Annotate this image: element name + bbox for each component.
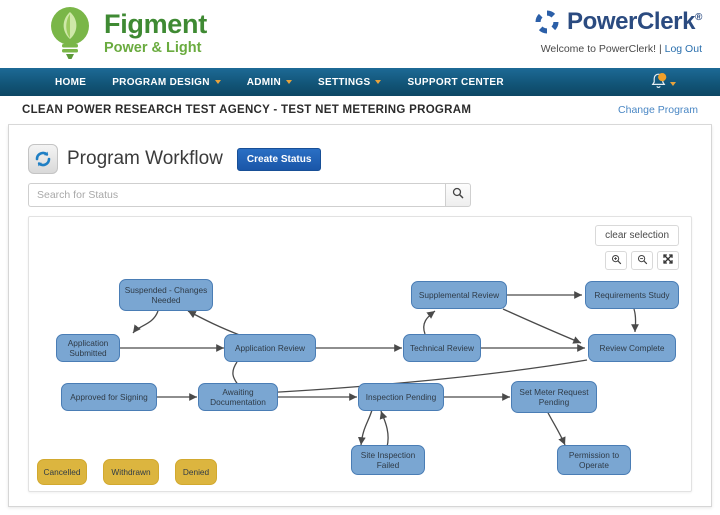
node-label: Inspection Pending — [365, 391, 437, 402]
node-label: Application Review — [234, 342, 306, 353]
notifications-menu[interactable] — [650, 72, 676, 96]
node-label: Application Submitted — [67, 337, 109, 358]
node-label: Approved for Signing — [70, 391, 148, 402]
nav-label: PROGRAM DESIGN — [112, 76, 210, 88]
workflow-node-withdrawn[interactable]: Withdrawn — [103, 459, 159, 485]
logout-link[interactable]: Log Out — [664, 43, 702, 55]
create-status-button[interactable]: Create Status — [236, 147, 322, 171]
nav-label: SUPPORT CENTER — [407, 76, 504, 88]
page-header: Program Workflow Create Status — [28, 144, 322, 174]
nav-item-support-center[interactable]: SUPPORT CENTER — [394, 68, 516, 96]
change-program-link[interactable]: Change Program — [618, 104, 698, 116]
node-label: Denied — [182, 466, 210, 477]
zoom-controls — [605, 251, 679, 270]
node-label: Awaiting Documentation — [210, 386, 266, 407]
workflow-node-site-inspection-failed[interactable]: Site Inspection Failed — [351, 445, 425, 475]
brand-header: Figment Power & Light PowerClerk® — [0, 0, 720, 68]
node-label: Site Inspection Failed — [360, 449, 416, 470]
nav-item-program-design[interactable]: PROGRAM DESIGN — [99, 68, 234, 96]
chevron-down-icon — [214, 80, 221, 84]
brand-tagline: Power & Light — [104, 39, 202, 56]
welcome-text: Welcome to PowerClerk! — [540, 43, 657, 55]
zoom-out-icon — [637, 252, 648, 270]
workflow-node-inspection-pending[interactable]: Inspection Pending — [358, 383, 444, 411]
fit-to-screen-icon — [662, 252, 674, 270]
trademark-mark: ® — [695, 12, 702, 23]
node-label: Set Meter Request Pending — [519, 386, 589, 407]
nav-item-settings[interactable]: SETTINGS — [305, 68, 394, 96]
chevron-down-icon — [286, 80, 293, 84]
nav-label: ADMIN — [246, 76, 282, 88]
notification-bell-icon — [650, 72, 667, 96]
node-label: Technical Review — [409, 342, 475, 353]
figment-wordmark: Figment Power & Light — [104, 8, 207, 56]
brand-name: Figment — [104, 8, 207, 39]
node-label: Permission to Operate — [568, 449, 620, 470]
node-label: Cancelled — [43, 466, 81, 477]
powerclerk-brand: PowerClerk® Welcome to PowerClerk! | Log… — [534, 8, 702, 55]
workflow-node-application-review[interactable]: Application Review — [224, 334, 316, 362]
zoom-in-icon — [611, 252, 622, 270]
fit-to-screen-button[interactable] — [657, 251, 679, 270]
workflow-node-approved-for-signing[interactable]: Approved for Signing — [61, 383, 157, 411]
welcome-separator: | — [658, 43, 662, 55]
main-navigation: HOME PROGRAM DESIGN ADMIN SETTINGS SUPPO… — [0, 68, 720, 96]
page-title: Program Workflow — [67, 148, 223, 169]
status-search-bar — [28, 183, 471, 207]
nav-label: HOME — [55, 76, 87, 88]
welcome-row: Welcome to PowerClerk! | Log Out — [534, 43, 702, 55]
workflow-node-set-meter-request-pending[interactable]: Set Meter Request Pending — [511, 381, 597, 413]
search-icon — [452, 186, 464, 204]
green-lightbulb-leaf-icon — [44, 5, 96, 61]
workflow-refresh-icon — [28, 144, 58, 174]
workflow-canvas[interactable]: clear selection — [28, 216, 692, 492]
workflow-node-awaiting-documentation[interactable]: Awaiting Documentation — [198, 383, 278, 411]
node-label: Review Complete — [599, 342, 665, 353]
node-label: Suspended - Changes Needed — [124, 284, 208, 305]
search-button[interactable] — [445, 183, 471, 207]
workflow-node-permission-to-operate[interactable]: Permission to Operate — [557, 445, 631, 475]
zoom-in-button[interactable] — [605, 251, 627, 270]
clear-selection-button[interactable]: clear selection — [595, 225, 679, 246]
figment-logo[interactable]: Figment Power & Light — [44, 5, 207, 61]
powerclerk-swirl-icon — [534, 9, 560, 35]
workflow-node-denied[interactable]: Denied — [175, 459, 217, 485]
node-label: Withdrawn — [111, 466, 151, 477]
node-label: Supplemental Review — [418, 289, 500, 300]
workflow-node-requirements-study[interactable]: Requirements Study — [585, 281, 679, 309]
nav-item-home[interactable]: HOME — [42, 68, 99, 96]
workflow-node-cancelled[interactable]: Cancelled — [37, 459, 87, 485]
workflow-node-application-submitted[interactable]: Application Submitted — [56, 334, 120, 362]
zoom-out-button[interactable] — [631, 251, 653, 270]
powerclerk-name: PowerClerk® — [566, 8, 702, 35]
workflow-node-technical-review[interactable]: Technical Review — [403, 334, 481, 362]
nav-item-list: HOME PROGRAM DESIGN ADMIN SETTINGS SUPPO… — [42, 68, 517, 96]
nav-item-admin[interactable]: ADMIN — [234, 68, 305, 96]
node-label: Requirements Study — [594, 289, 670, 300]
search-input[interactable] — [28, 183, 445, 207]
workflow-node-review-complete[interactable]: Review Complete — [588, 334, 676, 362]
workflow-node-supplemental-review[interactable]: Supplemental Review — [411, 281, 507, 309]
chevron-down-icon — [375, 80, 382, 84]
chevron-down-icon — [670, 82, 676, 86]
program-banner: CLEAN POWER RESEARCH TEST AGENCY - TEST … — [8, 96, 712, 125]
canvas-toolbar: clear selection — [595, 225, 679, 270]
nav-label: SETTINGS — [318, 76, 371, 88]
program-title: CLEAN POWER RESEARCH TEST AGENCY - TEST … — [22, 104, 472, 116]
workflow-node-suspended[interactable]: Suspended - Changes Needed — [119, 279, 213, 311]
